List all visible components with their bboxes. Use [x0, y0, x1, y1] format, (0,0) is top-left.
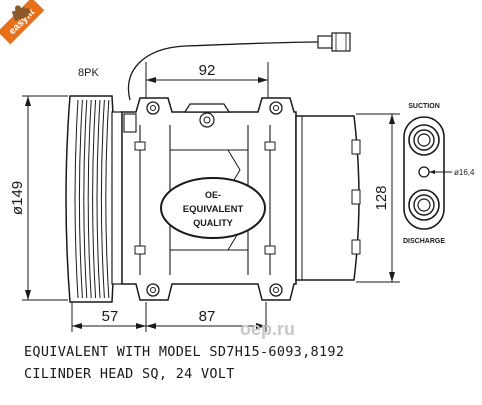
pulley-groove	[74, 99, 79, 299]
easyfit-badge: easyfit	[0, 0, 52, 52]
pulley-groove	[87, 99, 92, 299]
puzzle-icon	[11, 5, 31, 22]
pulley-groove	[96, 99, 101, 299]
pulley-groove	[100, 99, 105, 299]
stamp-line1: OE-	[205, 190, 221, 200]
center-bolt	[418, 166, 430, 178]
watermark: oep.ru	[240, 319, 295, 339]
stamp-line2: EQUIVALENT	[183, 204, 244, 215]
dim-bottom-right-label: 87	[199, 308, 216, 325]
pulley	[65, 95, 123, 303]
dim-bottom-left-label: 57	[102, 308, 119, 325]
discharge-port	[408, 189, 440, 221]
dim-149: ø149	[9, 95, 68, 301]
belt-profile-label: 8PK	[78, 67, 99, 79]
pulley-groove	[83, 99, 88, 299]
dim-128: 128	[356, 113, 400, 283]
pulley-groove	[105, 99, 110, 299]
discharge-label: DISCHARGE	[403, 238, 445, 245]
caption-line-2: CILINDER HEAD SQ, 24 VOLT	[24, 366, 235, 382]
port-plate: SUCTION ø16,4 DISCHARGE	[403, 103, 475, 245]
rear-head	[295, 115, 361, 281]
dim-top-label: 92	[199, 62, 216, 79]
pulley-groove	[78, 99, 83, 299]
suction-port	[408, 124, 440, 156]
stamp-line3: QUALITY	[193, 218, 233, 228]
dim-92: 92	[145, 62, 269, 98]
dim-left-label: ø149	[9, 181, 26, 215]
port-diameter-label: ø16,4	[454, 168, 475, 177]
dim-bottom: 57 87	[71, 302, 267, 332]
caption-line-1: EQUIVALENT WITH MODEL SD7H15-6093,8192	[24, 344, 345, 360]
oe-quality-stamp: OE- EQUIVALENT QUALITY	[160, 177, 266, 239]
dim-right-label: 128	[373, 185, 390, 210]
pulley-groove	[92, 99, 97, 299]
suction-label: SUCTION	[408, 103, 440, 110]
cable-connector	[127, 32, 351, 101]
